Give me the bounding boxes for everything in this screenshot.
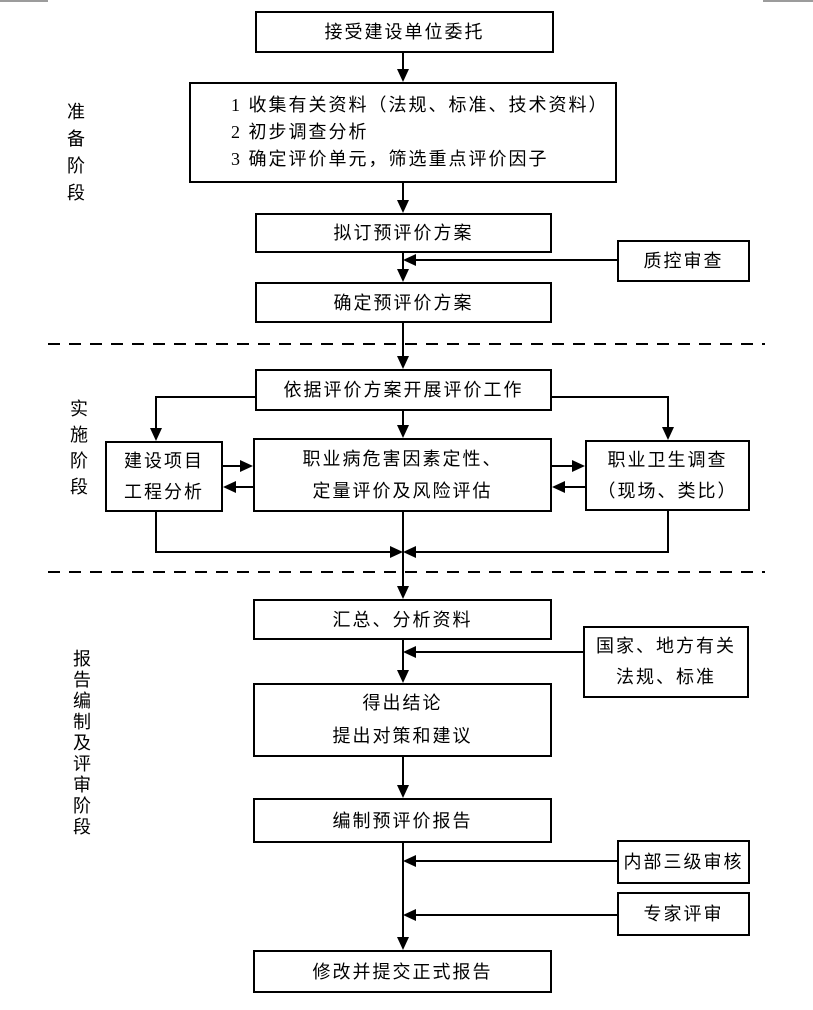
arrow-conclusion-to-report-head bbox=[397, 785, 409, 798]
node-line: 职业卫生调查 bbox=[607, 449, 728, 470]
node-hazard-evaluation: 职业病危害因素定性、 定量评价及风险评估 bbox=[253, 438, 552, 512]
arrow-project-to-hazard-line bbox=[223, 465, 240, 467]
stage-divider-2 bbox=[48, 571, 765, 573]
stage-label-reporting: 报告编制及评审阶段 bbox=[71, 649, 91, 838]
arrow-expert-line bbox=[416, 914, 617, 916]
arrow-summary-to-conclusion-head bbox=[397, 670, 409, 683]
arrow-draft-to-confirm-head bbox=[397, 269, 409, 282]
arrow-hazard-to-project-head bbox=[223, 481, 236, 493]
node-conclusion: 得出结论 提出对策和建议 bbox=[253, 683, 552, 757]
arrow-survey-junction-head bbox=[403, 546, 416, 558]
connector-project-down-h bbox=[156, 551, 390, 553]
node-line: 建设项目 bbox=[124, 450, 204, 471]
connector-conduct-to-survey-h bbox=[552, 396, 668, 398]
node-conduct-evaluation: 依据评价方案开展评价工作 bbox=[255, 369, 552, 411]
arrow-project-junction-head bbox=[390, 546, 403, 558]
stage-divider-1 bbox=[48, 343, 765, 345]
node-line: 1 收集有关资料（法规、标准、技术资料） bbox=[231, 95, 609, 115]
node-label: 确定预评价方案 bbox=[333, 292, 474, 313]
node-health-survey: 职业卫生调查 （现场、类比） bbox=[585, 440, 750, 511]
node-regulations: 国家、地方有关 法规、标准 bbox=[583, 626, 749, 698]
node-final-report: 修改并提交正式报告 bbox=[253, 950, 552, 993]
node-compile-report: 编制预评价报告 bbox=[253, 798, 552, 843]
arrow-collect-to-draft-line bbox=[402, 183, 404, 201]
node-confirm-plan: 确定预评价方案 bbox=[255, 282, 552, 323]
page-edge-artifact-right bbox=[763, 0, 813, 2]
connector-survey-down-v bbox=[667, 511, 669, 553]
arrow-report-to-final-head bbox=[397, 937, 409, 950]
node-label: 专家评审 bbox=[643, 904, 724, 924]
stage-label-implementation: 实施阶段 bbox=[68, 399, 88, 503]
arrow-accept-to-collect-line bbox=[402, 53, 404, 70]
arrow-report-to-final-line bbox=[402, 843, 404, 937]
node-line: 职业病危害因素定性、 bbox=[302, 449, 503, 469]
node-label: 汇总、分析资料 bbox=[332, 609, 473, 630]
arrow-hazard-to-project-line bbox=[236, 486, 253, 488]
arrow-conduct-to-hazard-line bbox=[402, 411, 404, 425]
node-qc-review: 质控审查 bbox=[617, 240, 750, 282]
node-line: 2 初步调查分析 bbox=[231, 122, 369, 142]
arrow-survey-to-hazard-line bbox=[565, 486, 585, 488]
arrow-conduct-to-survey-head bbox=[662, 427, 674, 440]
arrow-hazard-to-summary-line bbox=[402, 512, 404, 586]
arrow-confirm-to-conduct-line bbox=[402, 323, 404, 356]
arrow-conduct-to-hazard-head bbox=[397, 425, 409, 438]
arrow-regs-line bbox=[416, 651, 583, 653]
node-label: 修改并提交正式报告 bbox=[312, 961, 493, 982]
arrow-survey-to-hazard-head bbox=[552, 481, 565, 493]
arrow-qc-line bbox=[416, 259, 617, 261]
node-draft-plan: 拟订预评价方案 bbox=[255, 213, 552, 253]
node-line: 工程分析 bbox=[124, 481, 204, 502]
arrow-expert-head bbox=[403, 909, 416, 921]
arrow-qc-head bbox=[403, 254, 416, 266]
arrow-project-to-hazard-head bbox=[240, 460, 253, 472]
node-expert-review: 专家评审 bbox=[617, 892, 750, 936]
arrow-confirm-to-conduct-head bbox=[397, 356, 409, 369]
arrow-internal-line bbox=[416, 860, 617, 862]
arrow-regs-head bbox=[403, 646, 416, 658]
page-edge-artifact-left bbox=[0, 0, 48, 2]
node-accept-commission: 接受建设单位委托 bbox=[255, 11, 554, 53]
arrow-internal-head bbox=[403, 855, 416, 867]
node-line: 国家、地方有关 bbox=[596, 636, 736, 656]
node-line: 得出结论 bbox=[362, 693, 443, 713]
arrow-hazard-to-survey-head bbox=[572, 460, 585, 472]
arrow-hazard-to-summary-head bbox=[397, 586, 409, 599]
node-label: 拟订预评价方案 bbox=[333, 223, 474, 243]
arrow-collect-to-draft-head bbox=[397, 200, 409, 213]
connector-survey-down-h bbox=[416, 551, 667, 553]
arrow-hazard-to-survey-line bbox=[552, 465, 572, 467]
node-internal-review: 内部三级审核 bbox=[617, 840, 750, 884]
connector-conduct-to-project-h bbox=[156, 396, 255, 398]
node-line: 定量评价及风险评估 bbox=[312, 481, 493, 501]
node-label: 依据评价方案开展评价工作 bbox=[283, 380, 524, 400]
arrow-conduct-to-project-head bbox=[150, 428, 162, 441]
connector-conduct-to-survey-v bbox=[667, 396, 669, 427]
node-project-analysis: 建设项目 工程分析 bbox=[105, 441, 223, 512]
node-line: 提出对策和建议 bbox=[332, 726, 473, 746]
arrow-accept-to-collect-head bbox=[397, 69, 409, 82]
node-label: 编制预评价报告 bbox=[332, 810, 473, 831]
connector-conduct-to-project-v bbox=[155, 396, 157, 428]
node-line: 3 确定评价单元，筛选重点评价因子 bbox=[231, 149, 549, 169]
node-line: （现场、类比） bbox=[597, 480, 738, 501]
node-summarize-data: 汇总、分析资料 bbox=[253, 599, 552, 640]
node-line: 法规、标准 bbox=[616, 667, 716, 687]
node-label: 内部三级审核 bbox=[623, 852, 744, 872]
node-label: 质控审查 bbox=[643, 251, 724, 271]
connector-project-down-v bbox=[155, 512, 157, 553]
node-collect-data: 1 收集有关资料（法规、标准、技术资料） 2 初步调查分析 3 确定评价单元，筛… bbox=[189, 82, 617, 183]
stage-label-preparation: 准备阶段 bbox=[65, 102, 85, 210]
node-label: 接受建设单位委托 bbox=[324, 22, 485, 42]
arrow-conclusion-to-report-line bbox=[402, 757, 404, 785]
